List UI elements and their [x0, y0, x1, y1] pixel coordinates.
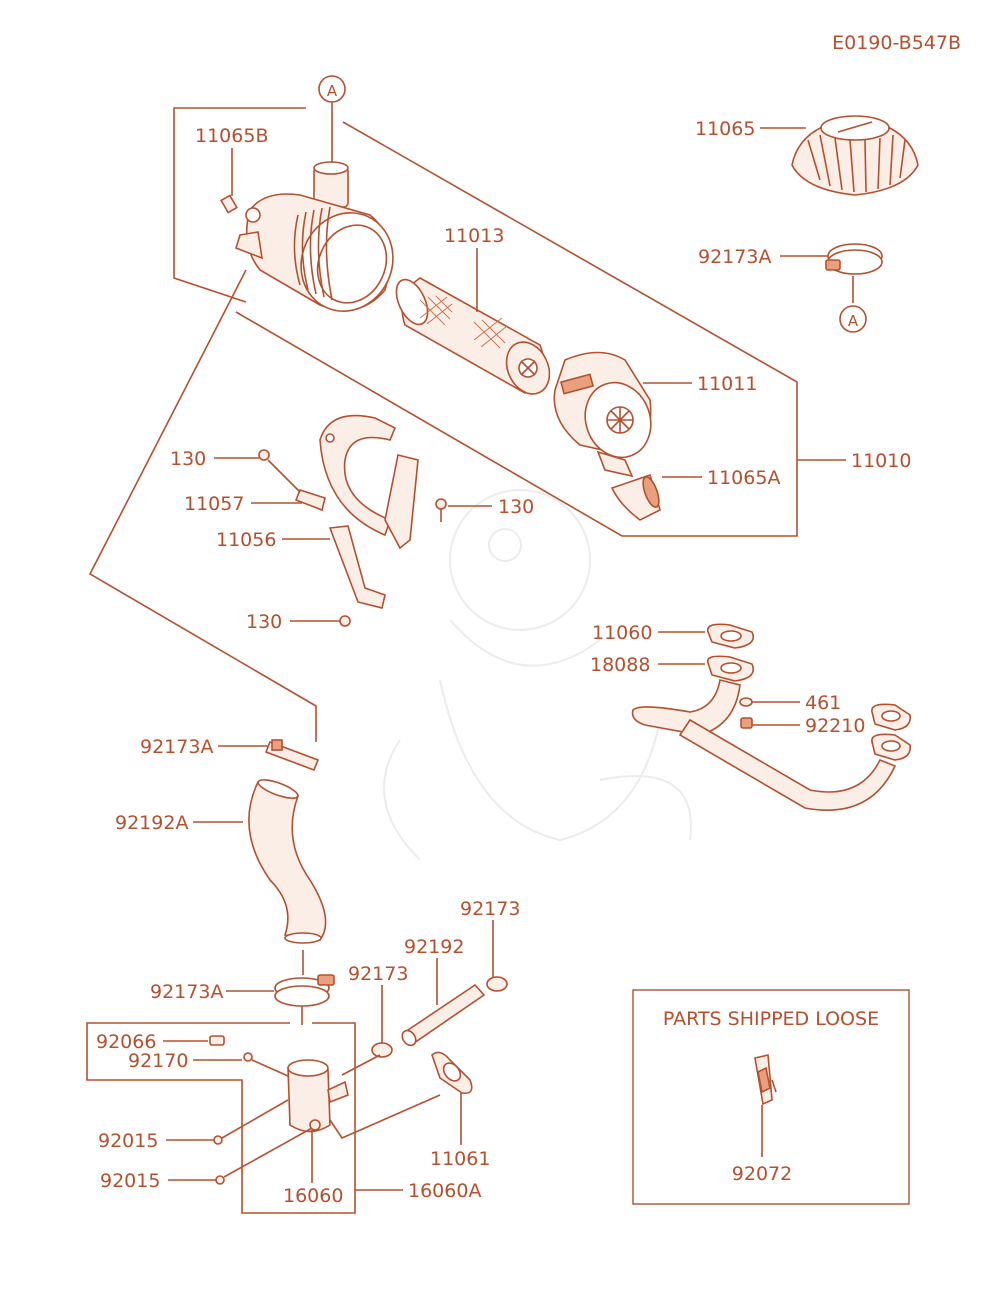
label-92173-b: 92173 — [460, 898, 520, 920]
label-92173-a: 92173 — [348, 963, 408, 985]
label-130-b: 130 — [498, 496, 534, 518]
label-130-a: 130 — [170, 448, 206, 470]
label-11061: 11061 — [430, 1148, 490, 1170]
label-11013: 11013 — [444, 225, 504, 247]
inlet-pipe-16060 — [287, 1054, 441, 1183]
label-11011: 11011 — [697, 373, 757, 395]
label-92072: 92072 — [732, 1163, 792, 1185]
nut-92210 — [740, 717, 800, 729]
label-92192: 92192 — [404, 936, 464, 958]
label-11065B: 11065B — [195, 125, 268, 147]
label-18088: 18088 — [590, 654, 650, 676]
clamp-92173-b — [486, 920, 508, 992]
label-11065A: 11065A — [707, 467, 780, 489]
manifold-18088 — [631, 655, 912, 811]
svg-text:A: A — [848, 312, 859, 330]
gasket-11060 — [658, 623, 754, 649]
bolt-130-a — [214, 449, 301, 493]
bolt-11065B — [220, 148, 238, 214]
assembly-bracket-11010-right — [235, 121, 798, 537]
clip-92072 — [754, 1054, 777, 1157]
label-461: 461 — [805, 692, 841, 714]
drawing-code: E0190-B547B — [832, 32, 961, 54]
label-11056: 11056 — [216, 529, 276, 551]
leader-housing-to-hose — [88, 269, 317, 742]
clamp-92173-a — [371, 985, 393, 1058]
mounting-band-11057 — [294, 414, 397, 537]
label-11065: 11065 — [695, 118, 755, 140]
label-11010: 11010 — [851, 450, 911, 472]
label-92170: 92170 — [128, 1050, 188, 1072]
clamp-92173A-top — [780, 243, 883, 303]
hose-92192A — [193, 779, 327, 944]
plug-92066 — [163, 1035, 225, 1046]
filter-element-11013 — [395, 248, 551, 395]
loose-parts-title: PARTS SHIPPED LOOSE — [663, 1008, 879, 1030]
nut-92015-b — [168, 1127, 313, 1185]
label-92015-b: 92015 — [100, 1170, 160, 1192]
label-92210: 92210 — [805, 715, 865, 737]
clip-92170 — [193, 1052, 289, 1077]
label-92173A-low: 92173A — [150, 981, 223, 1003]
svg-text:A: A — [327, 82, 338, 100]
label-130-c: 130 — [246, 611, 282, 633]
label-92173A-mid: 92173A — [140, 736, 213, 758]
label-92192A: 92192A — [115, 812, 188, 834]
watermark-mascot — [383, 489, 692, 861]
assembly-bracket-11010 — [173, 107, 306, 303]
cover-11011 — [553, 351, 692, 478]
assembly-bracket-16060A — [86, 1022, 356, 1214]
label-92173A-top: 92173A — [698, 246, 771, 268]
callout-a-top: A — [318, 75, 346, 165]
clamp-92173A-mid — [218, 739, 320, 772]
label-11057: 11057 — [184, 493, 244, 515]
stay-11056 — [328, 454, 419, 609]
label-16060: 16060 — [283, 1185, 343, 1207]
bolt-130-b — [435, 498, 492, 522]
label-92015-a: 92015 — [98, 1130, 158, 1152]
label-92066: 92066 — [96, 1031, 156, 1053]
pipe-92192 — [401, 958, 486, 1047]
label-16060A: 16060A — [408, 1180, 481, 1202]
air-cleaner-housing — [235, 161, 394, 312]
bolt-130-c — [290, 615, 351, 627]
washer-461 — [739, 697, 800, 707]
precleaner-cap-11065 — [760, 115, 919, 196]
loose-parts-box: PARTS SHIPPED LOOSE 92072 — [632, 989, 910, 1205]
label-11060: 11060 — [592, 622, 652, 644]
nut-92015-a — [166, 1099, 289, 1145]
callout-a-bottom: A — [839, 305, 867, 333]
gasket-11061 — [431, 1051, 473, 1145]
clamp-92173A-low — [226, 974, 335, 1025]
dust-valve-11065A — [610, 473, 702, 521]
